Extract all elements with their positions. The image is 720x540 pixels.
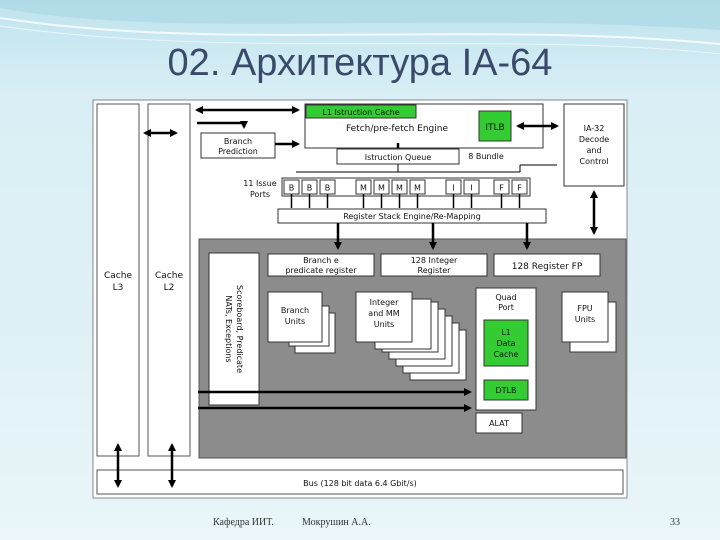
- scoreboard-label: Scoreboard, Predicate: [235, 285, 244, 373]
- issue-port-label: M: [396, 184, 403, 193]
- branch-prediction-box: [200, 132, 276, 159]
- footer-department: Кафедра ИИТ.: [213, 517, 274, 528]
- issue-port-label: M: [414, 184, 421, 193]
- cache-l3-box: [96, 103, 140, 457]
- quad-port-label: Quad: [495, 293, 516, 302]
- cache-l2-box: [147, 103, 191, 457]
- cache-l2-label: Cache: [155, 271, 183, 281]
- cache-l2-label-2: L2: [164, 283, 175, 293]
- branch-prediction-label: Branch: [224, 137, 252, 146]
- l1-dcache-label: L1: [501, 328, 511, 337]
- issue-port-label: M: [378, 184, 385, 193]
- branch-predicate-register-label: Branch e: [303, 256, 339, 265]
- issue-port-label: I: [452, 184, 454, 193]
- issue-port-label: B: [325, 184, 331, 193]
- connector-arrows: [114, 106, 598, 488]
- dtlb-box: [483, 379, 529, 401]
- fpu-units-label-2: Units: [575, 315, 595, 324]
- itlb-label: ITLB: [485, 123, 504, 133]
- l1-dcache-label-3: Cache: [494, 350, 519, 359]
- footer-author: Мокрушин А.А.: [302, 517, 371, 528]
- ia32-label-3: and: [586, 146, 601, 155]
- bus-label: Bus (128 bit data 6.4 Gbit/s): [303, 479, 417, 488]
- fp-register-box: [493, 253, 601, 277]
- page-number: 33: [670, 517, 680, 528]
- register-stack-box: [277, 208, 547, 224]
- branch-predicate-register-label-2: predicate register: [285, 266, 357, 275]
- issue-port-label: F: [517, 184, 522, 193]
- instruction-queue-label: Istruction Queue: [365, 153, 432, 162]
- issue-port-label: M: [360, 184, 367, 193]
- branch-units-box: [267, 291, 323, 343]
- ia32-label-4: Control: [580, 157, 609, 166]
- issue-port-label: F: [499, 184, 504, 193]
- integer-register-box: [380, 253, 488, 277]
- integer-mm-units-label-3: Units: [374, 320, 394, 329]
- branch-units-label: Branch: [281, 306, 309, 315]
- fp-register-label: 128 Register FP: [512, 262, 583, 272]
- integer-mm-units-label-2: and MM: [368, 309, 399, 318]
- itlb-box: [478, 110, 512, 142]
- fpu-units-label: FPU: [577, 304, 592, 313]
- quad-port-label-2: Port: [498, 303, 514, 312]
- l1-icache-label: L1 Istruction Cache: [322, 108, 399, 117]
- scoreboard-box: [208, 252, 260, 406]
- bundle-label: 8 Bundle: [468, 152, 504, 161]
- register-stack-label: Register Stack Engine/Re-Mapping: [343, 212, 481, 221]
- integer-mm-units-label: Integer: [370, 298, 399, 307]
- cache-l3-label: Cache: [104, 271, 132, 281]
- integer-register-label-2: Register: [418, 266, 452, 275]
- integer-register-label: 128 Integer: [411, 256, 458, 265]
- l1-dcache-box: [483, 319, 529, 367]
- l1-dcache-label-2: Data: [496, 339, 515, 348]
- branch-prediction-label-2: Prediction: [218, 147, 258, 156]
- cache-l3-label-2: L3: [113, 283, 124, 293]
- branch-predicate-register-box: [267, 253, 375, 277]
- issue-port-label: B: [307, 184, 313, 193]
- issue-ports-label: 11 Issue: [243, 179, 276, 188]
- branch-units-label-2: Units: [285, 317, 305, 326]
- page-title: 02. Архитектура IA-64: [167, 42, 553, 84]
- l1-icache-box: [305, 104, 417, 119]
- fpu-units-box: [561, 291, 609, 343]
- issue-ports-label-2: Ports: [250, 190, 270, 199]
- dtlb-label: DTLB: [496, 386, 517, 395]
- bus-box: [96, 469, 624, 495]
- alat-box: [475, 412, 523, 434]
- ia32-label: IA-32: [584, 124, 605, 133]
- integer-mm-units-box: [355, 291, 413, 343]
- scoreboard-label-2: NATs, Exceptions: [224, 295, 233, 362]
- ia32-label-2: Decode: [579, 135, 609, 144]
- fetch-engine-label: Fetch/pre-fetch Engine: [346, 124, 448, 134]
- header-wave-decoration: [0, 0, 720, 55]
- issue-port-label: I: [470, 184, 472, 193]
- alat-label: ALAT: [489, 419, 509, 428]
- issue-port-label: B: [289, 184, 295, 193]
- ia32-decode-box: [563, 103, 625, 187]
